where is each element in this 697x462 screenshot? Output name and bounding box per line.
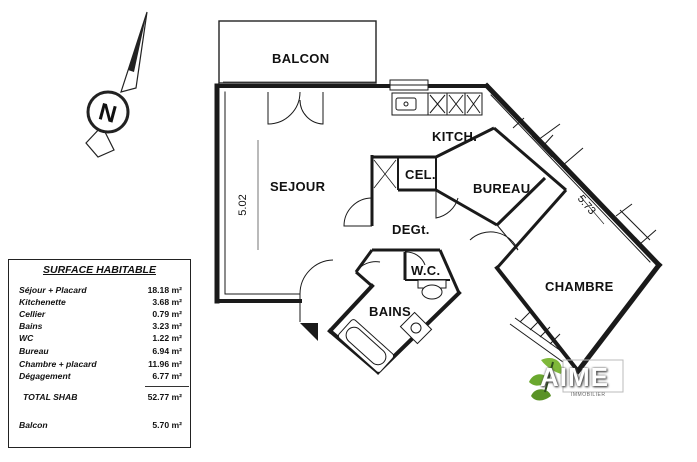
door-swings (299, 190, 519, 322)
chambre-closet (509, 311, 569, 363)
bathtub (337, 319, 395, 373)
row-label: Bureau (19, 346, 49, 356)
row-label: Kitchenette (19, 297, 66, 307)
row-value: 6.77 m² (152, 371, 182, 381)
aime-logo: AIME IMMOBILIER (523, 352, 633, 412)
kitchen-counter (391, 92, 483, 116)
row-label: Chambre + placard (19, 359, 97, 369)
cellier-shelves (373, 159, 397, 189)
dimension-sejour: 5.02 (237, 140, 259, 250)
total-separator (145, 386, 189, 387)
room-label-bureau: BUREAU (473, 181, 530, 196)
table-row: Séjour + Placard 18.18 m² (19, 285, 182, 295)
total-value: 52.77 m² (147, 392, 182, 402)
row-value: 3.68 m² (152, 297, 182, 307)
balcon-row: Balcon 5.70 m² (19, 420, 182, 430)
compass-letter: N (96, 98, 120, 129)
surface-table-title: SURFACE HABITABLE (43, 264, 156, 276)
balcon-value: 5.70 m² (152, 420, 182, 430)
row-value: 11.96 m² (148, 359, 182, 369)
balcony (218, 20, 377, 84)
room-label-bains: BAINS (369, 304, 411, 319)
interior-walls (354, 126, 568, 294)
table-row: Cellier 0.79 m² (19, 309, 182, 319)
room-label-sejour: SEJOUR (270, 179, 326, 194)
table-row: Dégagement 6.77 m² (19, 371, 182, 381)
total-row: TOTAL SHAB 52.77 m² (23, 392, 182, 402)
room-label-cellier: CEL. (405, 167, 436, 182)
sejour-length-label: 5.02 (237, 194, 249, 215)
logo-subtitle: IMMOBILIER (571, 392, 606, 398)
wash-basin (399, 311, 433, 345)
room-label-chambre: CHAMBRE (545, 279, 614, 294)
row-label: Dégagement (19, 371, 71, 381)
room-label-kitchen: KITCH. (432, 129, 477, 144)
logo-text: AIME (540, 362, 609, 392)
entrance-arrow-icon (300, 323, 318, 341)
table-row: Kitchenette 3.68 m² (19, 297, 182, 307)
row-label: Séjour + Placard (19, 285, 87, 295)
row-label: Bains (19, 321, 43, 331)
row-value: 6.94 m² (152, 346, 182, 356)
compass-north-icon: N (85, 11, 148, 158)
room-label-degagement: DEGt. (392, 222, 430, 237)
windows (389, 79, 657, 245)
row-label: Cellier (19, 309, 46, 319)
table-row: Bains 3.23 m² (19, 321, 182, 331)
surface-table: SURFACE HABITABLE Séjour + Placard 18.18 … (8, 259, 191, 448)
row-value: 1.22 m² (152, 333, 182, 343)
total-label: TOTAL SHAB (23, 392, 78, 402)
table-row: Bureau 6.94 m² (19, 346, 182, 356)
logo-leaves-icon (529, 357, 624, 401)
row-value: 0.79 m² (152, 309, 182, 319)
row-label: WC (19, 333, 34, 343)
room-label-balcon: BALCON (272, 51, 329, 66)
sejour-french-door (267, 91, 324, 125)
table-row: Chambre + placard 11.96 m² (19, 359, 182, 369)
room-label-wc: W.C. (411, 263, 440, 278)
row-value: 18.18 m² (147, 285, 182, 295)
row-value: 3.23 m² (152, 321, 182, 331)
wc-fixture (417, 279, 447, 300)
balcon-label: Balcon (19, 420, 48, 430)
table-row: WC 1.22 m² (19, 333, 182, 343)
